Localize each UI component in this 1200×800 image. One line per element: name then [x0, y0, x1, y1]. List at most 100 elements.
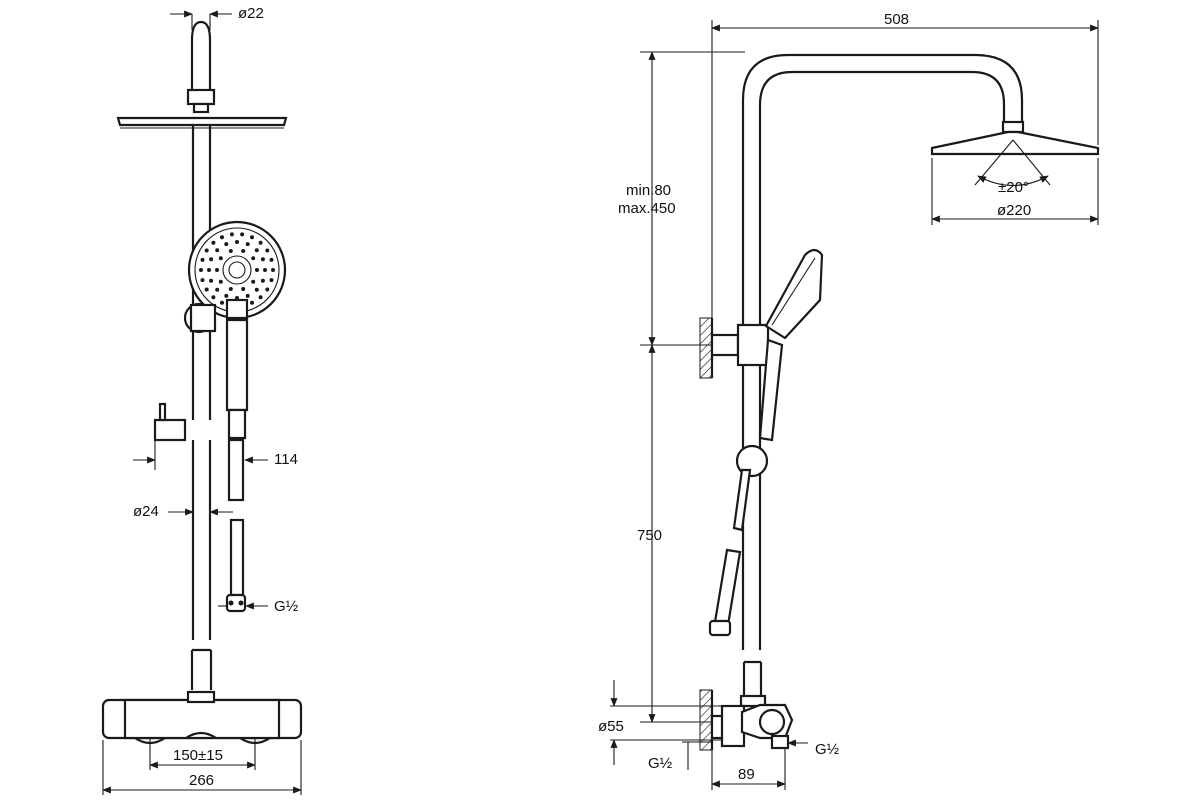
front-handset-base [227, 408, 247, 440]
front-bracket [153, 418, 187, 442]
nozzle-dot [209, 257, 214, 262]
dim-mixer-depth: 89 [738, 766, 755, 783]
nozzle-dot [211, 240, 216, 245]
front-slider-body [189, 303, 217, 333]
dim-side-inlet-thread-left: G½ [648, 755, 673, 772]
side-dimensions: 508 min.80 max.450 ±20° ø220 750 ø55 G½ … [598, 11, 1099, 790]
nozzle-dot [265, 248, 270, 253]
side-view [699, 53, 1100, 751]
dim-riser-height: 750 [637, 527, 662, 544]
nozzle-dot [215, 248, 220, 253]
front-hose-nut [225, 593, 247, 613]
front-handset-handle [225, 318, 249, 412]
dim-mixer-width: 266 [189, 772, 214, 789]
side-riser-nut [739, 694, 767, 708]
nozzle-dot [251, 279, 256, 284]
side-bracket-clamp [736, 323, 770, 367]
dim-head-diameter: ø220 [997, 202, 1031, 219]
nozzle-dot [200, 278, 205, 283]
front-top-arm [190, 20, 212, 95]
side-riser-bottom [742, 660, 763, 700]
side-slider-knob [735, 444, 769, 478]
side-hose-nut [708, 619, 732, 637]
nozzle-dot [220, 300, 224, 305]
nozzle-dot [235, 240, 239, 244]
nozzle-dot [204, 287, 209, 292]
front-arm-nut [192, 102, 210, 114]
nozzle-dot [218, 256, 223, 261]
nozzle-dot [228, 287, 233, 291]
front-head-shower [116, 116, 288, 127]
front-riser-lower [190, 440, 213, 690]
nozzle-dot [215, 287, 220, 292]
side-hose-lower [713, 548, 742, 627]
front-view [101, 20, 303, 745]
front-thermostatic-mixer [101, 690, 303, 745]
dim-adjust-min: min.80 [626, 182, 671, 199]
nozzle-dot [245, 293, 250, 298]
nozzle-dot [260, 257, 265, 262]
side-mixer-outlet [770, 734, 790, 750]
side-wall-bracket [710, 333, 740, 357]
nozzle-dot [211, 295, 216, 300]
nozzle-dot [250, 300, 254, 305]
nozzle-dot [258, 240, 263, 245]
dim-handset-offset: 114 [274, 451, 298, 468]
nozzle-dot [263, 268, 267, 272]
side-wall-hatch-bottom [699, 689, 713, 751]
dim-inlet-diameter: ø55 [598, 718, 624, 735]
nozzle-dot [250, 235, 254, 240]
nozzle-dot [199, 268, 203, 272]
dim-top-arm-diameter: ø22 [238, 5, 264, 22]
nozzle-dot [224, 242, 229, 247]
nozzle-dot [224, 293, 229, 298]
nozzle-dot [265, 287, 270, 292]
nozzle-dot [218, 279, 223, 284]
front-hose-upper [227, 438, 245, 502]
front-hose-lower [229, 518, 245, 597]
dim-side-inlet-thread-right: G½ [815, 741, 840, 758]
side-hand-shower [764, 248, 824, 340]
side-wall-hatch-top [699, 317, 713, 379]
side-riser-arm-outer [741, 53, 1024, 425]
nozzle-dot [260, 278, 265, 283]
nozzle-dot [229, 232, 234, 237]
nozzle-dot [204, 248, 209, 253]
nozzle-dot [271, 268, 275, 272]
nozzle-dot [220, 235, 224, 240]
nozzle-dot [245, 242, 250, 247]
dim-centers: 150±15 [173, 747, 223, 764]
nozzle-dot [269, 257, 274, 262]
side-riser-arm-inner [758, 70, 1006, 425]
nozzle-dot [254, 287, 259, 292]
nozzle-dot [209, 278, 214, 283]
nozzle-dot [269, 278, 274, 283]
side-mixer-knob [758, 708, 786, 736]
dim-riser-diameter: ø24 [133, 503, 159, 520]
front-arm-connector [186, 88, 216, 106]
front-dimensions: ø22 114 ø24 G½ 150±15 266 [102, 5, 302, 795]
front-handset-holder [225, 298, 249, 320]
nozzle-dot [251, 256, 256, 261]
nozzle-dot [228, 249, 233, 253]
side-mixer-flange [720, 704, 746, 748]
dim-adjust-max: max.450 [618, 200, 676, 217]
front-hand-shower [187, 220, 287, 320]
nozzle-dot [241, 249, 246, 253]
nozzle-dot [200, 257, 205, 262]
side-head-connector [1001, 120, 1025, 134]
front-bracket-pin [158, 402, 167, 422]
nozzle-dot [215, 268, 219, 272]
nozzle-dot [254, 248, 259, 253]
dim-front-inlet-thread: G½ [274, 598, 299, 615]
side-hose [732, 468, 752, 532]
nozzle-dot [207, 268, 211, 272]
nozzle-dot [240, 232, 245, 237]
nozzle-dot [258, 295, 263, 300]
dim-total-projection: 508 [884, 11, 909, 28]
dim-head-tilt: ±20° [998, 179, 1029, 196]
nozzle-dot [241, 287, 246, 291]
nozzle-dot [255, 268, 259, 272]
side-handset-handle [758, 338, 784, 442]
